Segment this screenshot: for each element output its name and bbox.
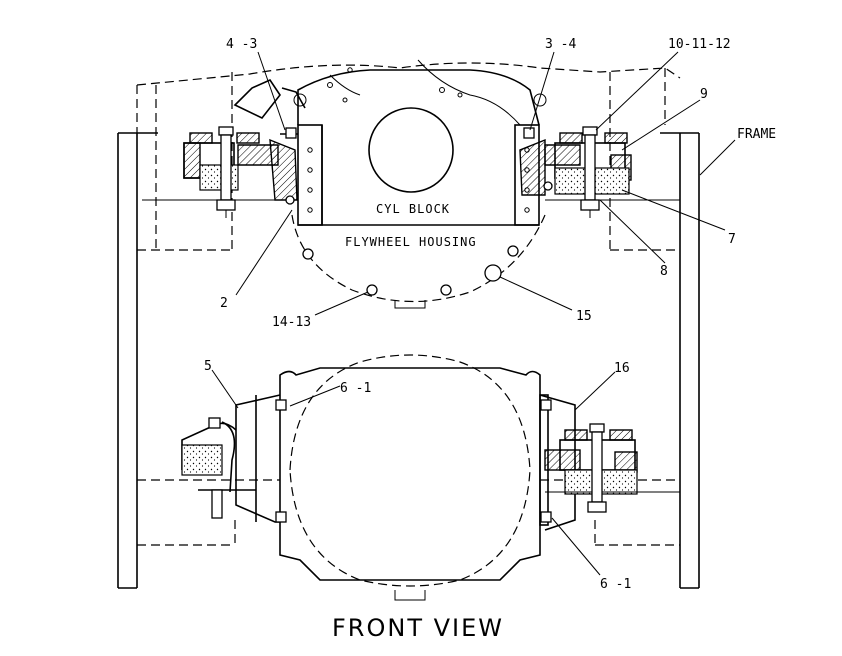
rear-mount-right [539, 394, 680, 531]
callout-8: 8 [660, 264, 668, 279]
left-block-plate [280, 127, 298, 205]
callout-6-1-bottom: 6 -1 [600, 577, 631, 592]
flywheel-bolts [302, 245, 519, 296]
flywheel-housing [291, 59, 546, 309]
callout-4-3: 4 -3 [226, 37, 257, 52]
callout-15: 15 [576, 309, 592, 324]
frame-left-rail [117, 132, 158, 589]
callout-16: 16 [614, 361, 630, 376]
exhaust-elbow [233, 78, 306, 120]
flywheel-housing-label: FLYWHEEL HOUSING [345, 235, 477, 249]
lower-housing [279, 354, 541, 601]
leader-lines [211, 51, 736, 576]
callout-5: 5 [204, 359, 212, 374]
rear-mount-left [181, 394, 287, 523]
callout-3-4: 3 -4 [545, 37, 576, 52]
front-view-caption: FRONT VIEW [332, 614, 504, 642]
callout-14-13: 14-13 [272, 315, 311, 330]
callout-7: 7 [728, 232, 736, 247]
callout-10-11-12: 10-11-12 [668, 37, 731, 52]
callout-6-1-top: 6 -1 [340, 381, 371, 396]
callout-2: 2 [220, 296, 228, 311]
cyl-block-label: CYL BLOCK [376, 202, 450, 216]
callout-frame: FRAME [737, 127, 776, 142]
frame-right-rail [660, 132, 700, 589]
front-mount-left [142, 126, 298, 218]
front-mount-right [519, 126, 680, 218]
callout-9: 9 [700, 87, 708, 102]
